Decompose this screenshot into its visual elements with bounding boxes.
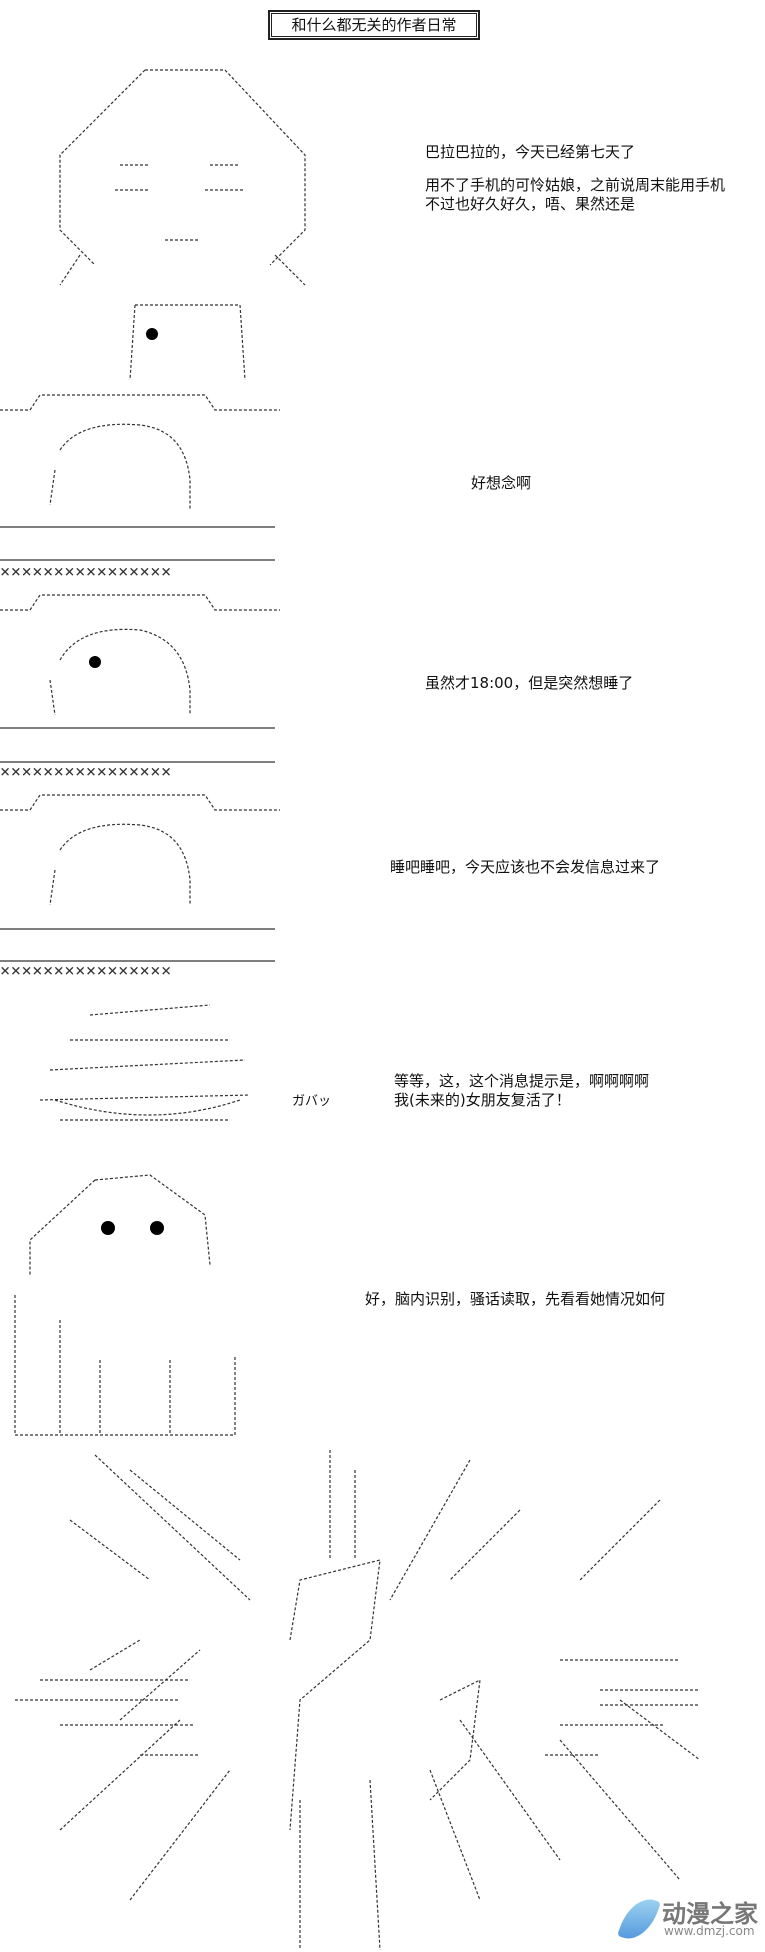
separator-3: ×××××××××××××××× xyxy=(0,961,172,981)
caption-5: 睡吧睡吧，今天应该也不会发信息过来了 xyxy=(390,858,661,876)
caption-3: 好想念啊 xyxy=(471,474,532,492)
caption-7: 好，脑内识别，骚话读取，先看看她情况如何 xyxy=(365,1290,666,1308)
watermark: 动漫之家 www.dmzj.com xyxy=(612,1890,762,1946)
leaf-logo-icon xyxy=(617,1892,661,1946)
bed-scene-art-2 xyxy=(0,594,280,763)
burst-lines-art xyxy=(15,1450,701,1951)
separator-1: ×××××××××××××××× xyxy=(0,562,172,582)
comic-title: 和什么都无关的作者日常 xyxy=(268,10,480,40)
bed-scene-art-3 xyxy=(0,794,280,962)
separator-2: ×××××××××××××××× xyxy=(0,762,172,782)
sound-effect: ガバッ xyxy=(292,1094,332,1109)
startled-character-art xyxy=(39,1004,251,1121)
caption-6b: 我(未来的)女朋友复活了！ xyxy=(394,1091,571,1109)
caption-2b: 不过也好久好久，唔、果然还是 xyxy=(425,195,636,213)
caption-4: 虽然才18:00，但是突然想睡了 xyxy=(425,674,634,692)
caption-2a: 用不了手机的可怜姑娘，之前说周末能用手机 xyxy=(425,176,726,194)
caption-6a: 等等，这，这个消息提示是，啊啊啊啊 xyxy=(394,1072,650,1090)
watermark-url: www.dmzj.com xyxy=(664,1924,755,1938)
caption-1: 巴拉巴拉的，今天已经第七天了 xyxy=(425,143,636,161)
seated-character-art xyxy=(14,1174,236,1436)
bed-scene-art xyxy=(0,394,280,561)
character-head-art xyxy=(59,69,306,286)
phone-art xyxy=(129,304,246,381)
watermark-name: 动漫之家 xyxy=(662,1900,758,1928)
